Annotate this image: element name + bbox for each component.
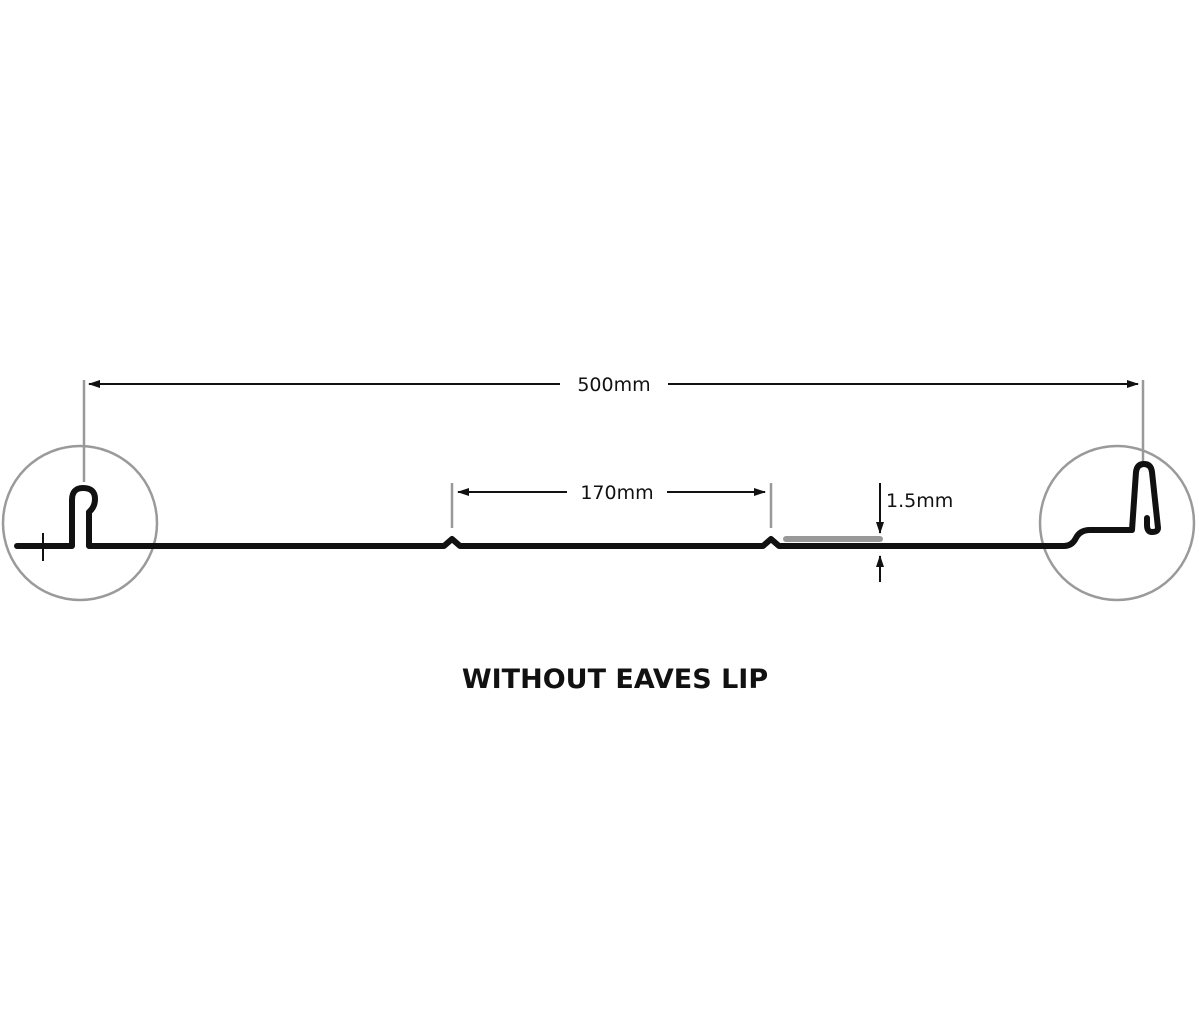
left-detail-circle [1,444,159,602]
thickness-label: 1.5mm [886,490,953,512]
roof-sheet-profile [14,461,1161,549]
right-detail-circle [1038,444,1196,602]
extension-lines [82,380,1145,528]
overall-width-label: 500mm [577,374,650,396]
pan-spacing-label: 170mm [580,482,653,504]
diagram-title: WITHOUT EAVES LIP [462,664,768,695]
